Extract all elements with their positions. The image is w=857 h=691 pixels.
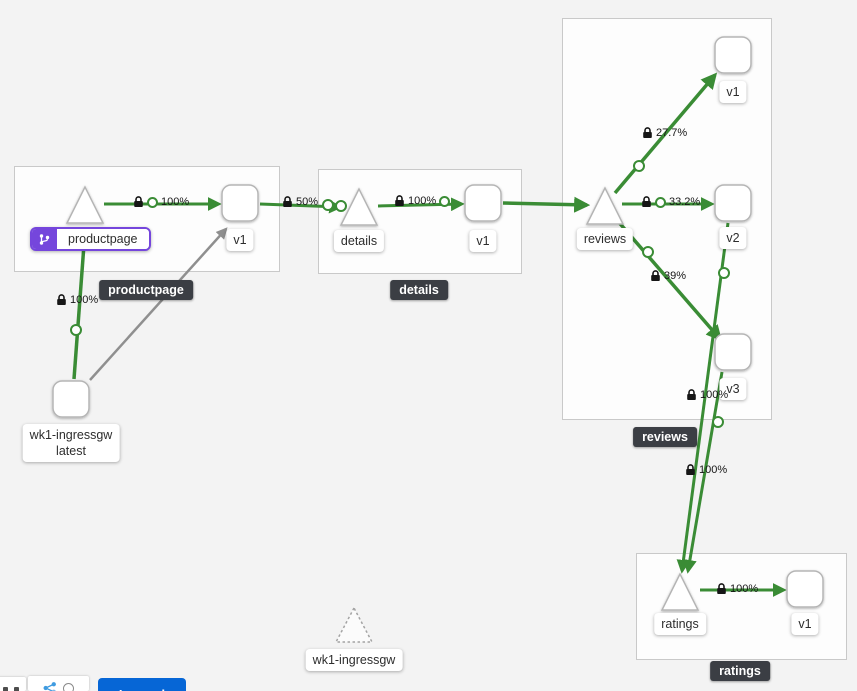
node-label-productpage[interactable]: productpage <box>30 227 151 251</box>
node-ratings-v1[interactable] <box>786 570 824 608</box>
edge-label-ratings-to-v1: 100% <box>716 583 758 595</box>
circle-icon <box>63 682 74 691</box>
partial-glyph <box>3 686 8 691</box>
node-productpage-v1[interactable] <box>221 184 259 222</box>
graph-display-control[interactable] <box>28 676 89 691</box>
node-ratings-service[interactable] <box>660 572 700 611</box>
legend-button[interactable]: Legend <box>98 678 186 691</box>
mtls-lock-icon <box>717 583 726 594</box>
node-productpage-service[interactable] <box>65 185 105 224</box>
node-reviews-v3[interactable] <box>714 333 752 371</box>
workload-version: latest <box>56 444 86 458</box>
box-label-reviews[interactable]: reviews <box>633 427 697 447</box>
node-label-idle-gateway[interactable]: wk1-ingressgw <box>305 649 403 671</box>
edge-reviews-to-v1[interactable] <box>613 72 718 195</box>
mtls-lock-icon <box>686 464 695 475</box>
virtual-service-badge <box>32 229 57 249</box>
mtls-lock-icon <box>687 389 696 400</box>
workload-name: wk1-ingressgw <box>29 428 113 442</box>
edge-label-details-to-v1: 100% <box>394 195 451 207</box>
graph-zoom-control[interactable] <box>0 677 26 691</box>
traffic-dot <box>642 246 654 258</box>
node-details-service[interactable] <box>339 187 379 226</box>
mtls-lock-icon <box>643 127 652 138</box>
traffic-dot <box>439 195 451 207</box>
traffic-dot <box>633 160 645 172</box>
box-label-details[interactable]: details <box>390 280 448 300</box>
network-graph-icon <box>43 682 56 691</box>
traffic-dot <box>655 196 666 208</box>
mtls-lock-icon <box>283 196 292 207</box>
mtls-lock-icon <box>395 195 404 206</box>
mtls-lock-icon <box>642 196 651 207</box>
node-label-reviews-v1[interactable]: v1 <box>719 81 747 103</box>
box-label-productpage[interactable]: productpage <box>99 280 193 300</box>
node-details-v1[interactable] <box>464 184 502 222</box>
edge-label-ingress-to-productpage: 100% <box>56 294 98 306</box>
node-reviews-v1[interactable] <box>714 36 752 74</box>
edge-label-reviews-to-v2: 33.2% <box>641 196 700 208</box>
mtls-lock-icon <box>57 294 66 305</box>
traffic-dot <box>718 267 730 279</box>
node-label-ratings[interactable]: ratings <box>654 613 706 635</box>
mtls-lock-icon <box>134 196 143 207</box>
traffic-dot <box>147 196 158 208</box>
mtls-lock-icon <box>651 270 660 281</box>
node-label-ratings-v1[interactable]: v1 <box>791 613 819 635</box>
edge-label-reviews-to-v1: 27.7% <box>642 127 687 139</box>
edge-label-reviews-v3-to-ratings: 100% <box>685 464 727 476</box>
node-label-reviews[interactable]: reviews <box>576 228 634 250</box>
node-label-reviews-v3[interactable]: v3 <box>719 378 747 400</box>
traffic-dot <box>335 200 347 212</box>
node-label-text: productpage <box>57 229 149 249</box>
node-label-productpage-v1[interactable]: v1 <box>226 229 254 251</box>
code-branch-icon <box>39 233 50 245</box>
node-label-details-v1[interactable]: v1 <box>469 230 497 252</box>
traffic-dot <box>712 416 724 428</box>
edge-ingress-to-productpage-v1[interactable] <box>89 227 228 381</box>
traffic-dot <box>322 199 334 211</box>
edge-label-productpage-to-v1: 100% <box>133 196 189 208</box>
node-label-details[interactable]: details <box>333 230 385 252</box>
edge-label-reviews-to-v3: 39% <box>650 270 686 282</box>
edge-label-productpage-v1-to-details: 50% <box>282 196 318 208</box>
node-label-ingress-workload[interactable]: wk1-ingressgw latest <box>22 424 120 462</box>
node-ingress-workload[interactable] <box>52 380 90 418</box>
edge-reviews-v3-to-ratings[interactable] <box>683 371 724 574</box>
edge-reviews-v2-to-ratings[interactable] <box>676 222 730 574</box>
edge-reviews-to-v3[interactable] <box>614 217 723 342</box>
node-reviews-v2[interactable] <box>714 184 752 222</box>
node-reviews-service[interactable] <box>585 186 625 225</box>
edge-details-v1-to-reviews[interactable] <box>502 196 591 213</box>
edge-label-reviews-v2-to-ratings: 100% <box>686 389 728 401</box>
box-label-ratings[interactable]: ratings <box>710 661 770 681</box>
node-idle-gateway-service[interactable] <box>334 606 374 643</box>
traffic-dot <box>70 324 82 336</box>
edge-ingress-to-productpage[interactable] <box>72 227 93 380</box>
partial-glyph <box>14 686 19 691</box>
node-label-reviews-v2[interactable]: v2 <box>719 227 747 249</box>
